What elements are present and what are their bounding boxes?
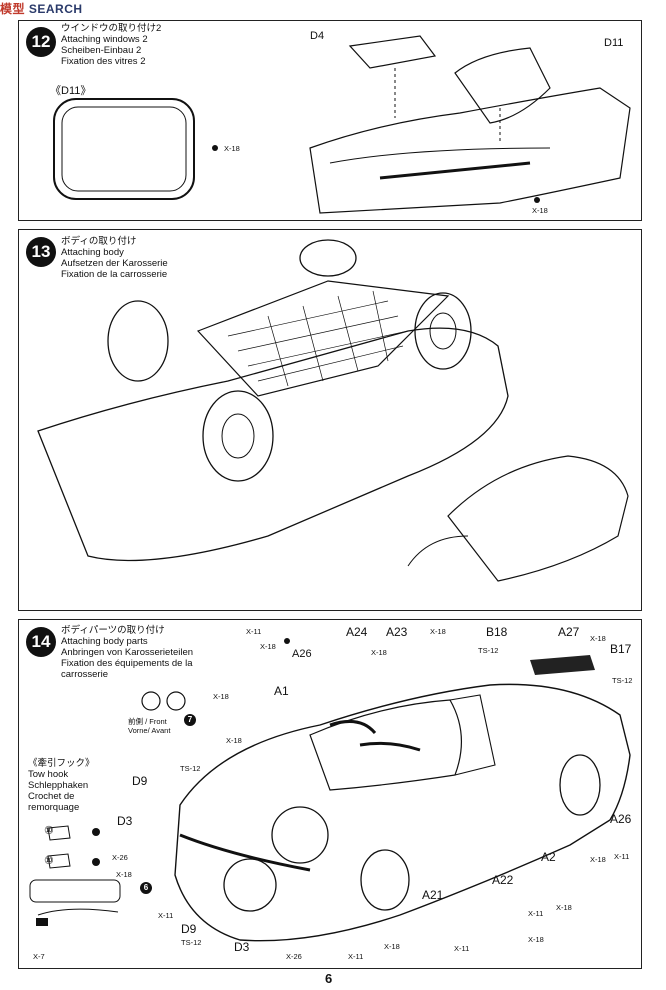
step-ref-10a: ⑩ [44, 825, 54, 837]
label-ts12-tr: TS-12 [478, 646, 499, 655]
step-13-title-fr: Fixation de la carrosserie [61, 269, 168, 280]
page-number: 6 [325, 971, 333, 986]
label-x11-top: X-11 [246, 627, 262, 636]
tow-hook-header: 《牽引フック》 Tow hook Schlepphaken Crochet de… [28, 758, 95, 813]
label-x18-tr: X-18 [590, 634, 606, 643]
label-x18-top: X-18 [260, 642, 276, 651]
step-13-title-jp: ボディの取り付け [61, 236, 137, 247]
label-d9-bot: D9 [181, 922, 197, 936]
label-x26-b: X-26 [286, 952, 302, 961]
front-label: 前側 / Front [128, 717, 167, 726]
label-x7: X-7 [33, 952, 45, 961]
watermark-part-b: SEARCH [28, 2, 83, 16]
rear-car-illustration [309, 35, 631, 214]
label-ts12-l: TS-12 [180, 764, 201, 773]
tow-hook-en: Tow hook [28, 769, 69, 780]
label-ts12-r: TS-12 [612, 676, 633, 685]
label-a23: A23 [386, 625, 408, 639]
car-body-illustration [174, 655, 631, 942]
step-14-title-jp: ボディパーツの取り付け [61, 625, 165, 636]
step-ref-7: 7 [184, 714, 196, 726]
label-x18-a: X-18 [224, 144, 240, 153]
step-ref-6: 6 [140, 882, 152, 894]
label-ts12-b: TS-12 [181, 938, 202, 947]
label-d4: D4 [310, 30, 325, 42]
step-14-title-fr-2: carrosserie [61, 669, 108, 680]
step-14-header: ボディパーツの取り付け Attaching body parts Anbring… [61, 625, 193, 680]
vorne-label: Vorne/ Avant [128, 726, 171, 735]
label-b17: B17 [610, 642, 632, 656]
tow-hook-illustration [29, 825, 121, 926]
label-x18-left: X-18 [213, 692, 229, 701]
step-14-number: 14 [26, 627, 56, 657]
label-x18-mid: X-18 [371, 648, 387, 657]
label-x18-a22: X-18 [528, 935, 544, 944]
label-a1: A1 [274, 684, 289, 698]
watermark-part-a: 模型 [0, 2, 26, 16]
label-x11-l: X-11 [158, 911, 174, 920]
chassis-body-illustration [37, 239, 629, 582]
label-d11-box: 《D11》 [50, 85, 92, 97]
tow-hook-jp: 《牽引フック》 [28, 758, 95, 769]
screw-x18-icon [212, 145, 218, 151]
label-x18-r: X-18 [590, 855, 606, 864]
step-13-header: ボディの取り付け Attaching body Aufsetzen der Ka… [61, 236, 168, 280]
label-a21: A21 [422, 888, 444, 902]
step-12-header: ウインドウの取り付け2 Attaching windows 2 Scheiben… [61, 23, 161, 67]
step-ref-10b: ⑩ [44, 855, 54, 867]
label-x18-l3: X-18 [116, 870, 132, 879]
step-14-title-fr-1: Fixation des équipements de la [61, 658, 193, 669]
label-x26-l: X-26 [112, 853, 128, 862]
step-14-title-de: Anbringen von Karosserieteilen [61, 647, 194, 658]
label-x18-l2: X-18 [226, 736, 242, 745]
label-d3-top: D3 [117, 814, 133, 828]
step-13-title-en: Attaching body [61, 247, 124, 258]
label-x11-r: X-11 [614, 852, 630, 861]
label-a2: A2 [541, 850, 556, 864]
label-x11-a21: X-11 [454, 944, 470, 953]
step-14-title-en: Attaching body parts [61, 636, 148, 647]
tow-hook-fr-2: remorquage [28, 802, 80, 813]
label-d3-bot: D3 [234, 940, 250, 954]
label-x18-b: X-18 [384, 942, 400, 951]
label-a24: A24 [346, 625, 368, 639]
label-x11-a22: X-11 [528, 909, 544, 918]
label-a26-r: A26 [610, 812, 632, 826]
screw-x18-icon [534, 197, 540, 203]
label-a27: A27 [558, 625, 580, 639]
orientation-icon [141, 691, 186, 711]
label-a22: A22 [492, 873, 514, 887]
label-x18-a2: X-18 [556, 903, 572, 912]
step-12-title-jp: ウインドウの取り付け2 [61, 23, 162, 34]
step-12-panel [18, 20, 642, 221]
label-b18: B18 [486, 625, 508, 639]
step-14-panel [18, 619, 642, 969]
label-x18-w: X-18 [430, 627, 446, 636]
tow-hook-fr-1: Crochet de [28, 791, 75, 802]
step-12-title-fr: Fixation des vitres 2 [61, 56, 146, 67]
label-x18-b: X-18 [532, 206, 548, 215]
tow-hook-de: Schlepphaken [28, 780, 89, 791]
step-13-number: 13 [26, 237, 56, 267]
step-12-number: 12 [26, 27, 56, 57]
label-a26-top: A26 [292, 648, 312, 660]
window-d11-illustration [53, 98, 195, 200]
watermark: 模型 SEARCH [0, 0, 83, 17]
label-x11-b: X-11 [348, 952, 364, 961]
step-13-title-de: Aufsetzen der Karosserie [61, 258, 168, 269]
screw-icon [284, 638, 290, 644]
step-13-panel [18, 229, 642, 611]
label-d11: D11 [604, 37, 624, 49]
step-12-title-de: Scheiben-Einbau 2 [61, 45, 142, 56]
label-d9-top: D9 [132, 774, 148, 788]
step-12-title-en: Attaching windows 2 [61, 34, 148, 45]
